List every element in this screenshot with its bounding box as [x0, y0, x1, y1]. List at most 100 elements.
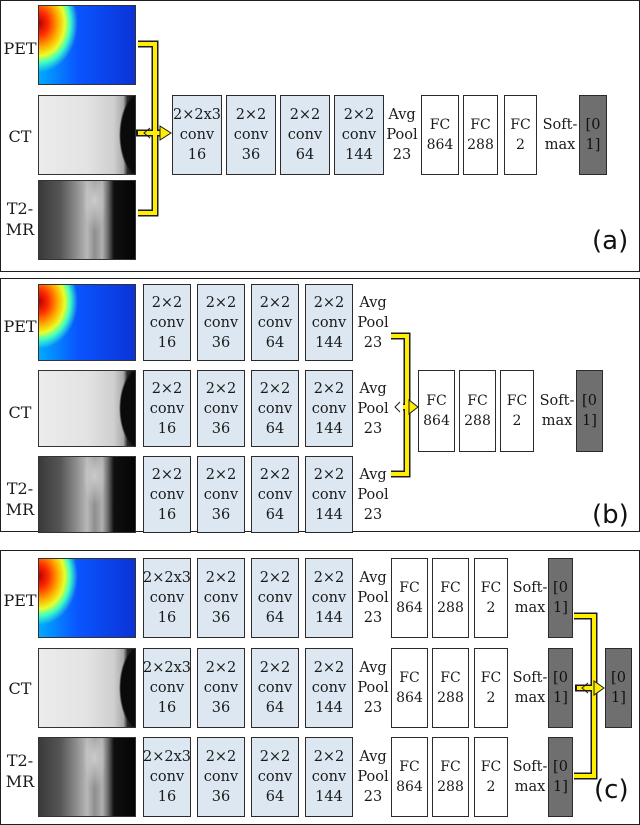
- fc-layer-288: FC 288: [432, 737, 469, 817]
- pool-line2: Pool: [357, 315, 389, 331]
- conv-filters: 16: [157, 506, 177, 523]
- fc-label: FC: [399, 759, 420, 775]
- conv-layer-4: 2×2 conv 144: [334, 95, 384, 175]
- avg-pool-layer: Avg Pool 23: [356, 465, 390, 525]
- avg-pool-layer: Avg Pool 23: [386, 105, 418, 165]
- conv-filters: 16: [157, 789, 177, 805]
- output-layer: [0 1]: [548, 737, 573, 817]
- conv-kernel: 2×2: [259, 749, 291, 765]
- fc-layer-288: FC 288: [432, 558, 469, 638]
- conv-layer-1: 2×2 conv 16: [143, 284, 191, 361]
- conv-kernel: 2×2x3: [173, 107, 222, 123]
- conv-type: conv: [179, 127, 215, 143]
- conv-type: conv: [149, 400, 185, 417]
- softmax-layer: Soft- max: [512, 578, 548, 618]
- conv-type: conv: [311, 590, 347, 606]
- pool-line2: Pool: [357, 590, 389, 606]
- fc-layer-864: FC 864: [391, 737, 428, 817]
- fc-layer-288: FC 288: [459, 370, 496, 452]
- fc-layer-864: FC 864: [418, 370, 455, 452]
- conv-filters: 144: [315, 610, 343, 626]
- fc-label: FC: [440, 759, 461, 775]
- fc-units: 864: [426, 137, 454, 153]
- mr-label-line2: MR: [5, 220, 35, 239]
- softmax-line1: Soft-: [512, 670, 548, 686]
- pool-line2: Pool: [357, 680, 389, 696]
- conv-filters: 36: [241, 147, 261, 163]
- output-layer: [0 1]: [579, 95, 607, 175]
- conv-filters: 36: [211, 700, 231, 716]
- conv-type: conv: [233, 127, 269, 143]
- conv-type: conv: [203, 400, 239, 417]
- fc-label: FC: [429, 117, 451, 133]
- conv-filters: 144: [315, 506, 343, 523]
- conv-kernel: 2×2: [259, 660, 291, 676]
- conv-type: conv: [257, 400, 293, 417]
- modality-label-mr: T2- MR: [2, 750, 38, 792]
- conv-kernel: 2×2x3: [143, 570, 192, 586]
- fc-label: FC: [440, 670, 461, 686]
- fc-units: 864: [396, 690, 423, 706]
- pool-line3: 23: [363, 335, 383, 351]
- conv-type: conv: [257, 314, 293, 331]
- modality-label-mr: T2- MR: [2, 478, 38, 520]
- conv-layer-4: 2×2 conv 144: [305, 737, 353, 817]
- softmax-line2: max: [514, 690, 546, 706]
- output-layer: [0 1]: [576, 370, 603, 452]
- conv-type: conv: [257, 486, 293, 503]
- output-line1: [0: [585, 117, 601, 133]
- fc-layer-288: FC 288: [432, 648, 469, 728]
- conv-filters: 16: [157, 420, 177, 437]
- pool-line2: Pool: [386, 127, 418, 143]
- conv-type: conv: [311, 314, 347, 331]
- conv-layer-4: 2×2 conv 144: [305, 370, 353, 447]
- fc-units: 864: [423, 413, 450, 429]
- softmax-line2: max: [541, 413, 573, 429]
- conv-type: conv: [203, 590, 239, 606]
- output-line1: [0: [611, 670, 626, 686]
- fc-units: 288: [437, 779, 464, 795]
- fc-units: 864: [396, 779, 423, 795]
- conv-filters: 16: [157, 610, 177, 626]
- softmax-layer: Soft- max: [512, 757, 548, 797]
- fc-label: FC: [399, 580, 420, 596]
- conv-kernel: 2×2: [205, 749, 237, 765]
- conv-layer-2: 2×2 conv 36: [197, 648, 245, 728]
- conv-layer-2: 2×2 conv 36: [226, 95, 276, 175]
- conv-type: conv: [203, 769, 239, 785]
- pool-line1: Avg: [359, 467, 387, 483]
- pool-line1: Avg: [359, 660, 387, 676]
- conv-layer-2: 2×2 conv 36: [197, 558, 245, 638]
- conv-filters: 64: [295, 147, 315, 163]
- mr-label-line1: T2-: [6, 751, 34, 770]
- output-layer: [0 1]: [548, 558, 573, 638]
- panel-tag-b: (b): [592, 500, 629, 530]
- conv-layer-4: 2×2 conv 144: [305, 284, 353, 361]
- pool-line3: 23: [363, 507, 383, 523]
- conv-type: conv: [311, 769, 347, 785]
- conv-kernel: 2×2x3: [143, 660, 192, 676]
- fc-layer-2: FC 2: [474, 737, 508, 817]
- conv-kernel: 2×2: [151, 466, 183, 483]
- conv-kernel: 2×2: [259, 466, 291, 483]
- pet-image: [38, 5, 136, 85]
- mr-image: [38, 456, 136, 533]
- fc-layer-288: FC 288: [463, 95, 498, 175]
- conv-kernel: 2×2: [205, 294, 237, 311]
- pool-line3: 23: [363, 421, 383, 437]
- softmax-layer: Soft- max: [512, 668, 548, 708]
- conv-type: conv: [149, 680, 185, 696]
- output-line2: 1]: [553, 779, 568, 795]
- conv-kernel: 2×2: [205, 466, 237, 483]
- conv-type: conv: [149, 486, 185, 503]
- conv-kernel: 2×2: [259, 294, 291, 311]
- conv-layer-4: 2×2 conv 144: [305, 648, 353, 728]
- fc-label: FC: [506, 393, 528, 409]
- fc-layer-864: FC 864: [391, 648, 428, 728]
- conv-layer-3: 2×2 conv 64: [251, 456, 299, 533]
- mr-label-line1: T2-: [6, 479, 34, 498]
- conv-kernel: 2×2: [313, 466, 345, 483]
- mr-label-line1: T2-: [6, 199, 34, 218]
- ct-image: [38, 370, 136, 447]
- pool-line3: 23: [392, 147, 412, 163]
